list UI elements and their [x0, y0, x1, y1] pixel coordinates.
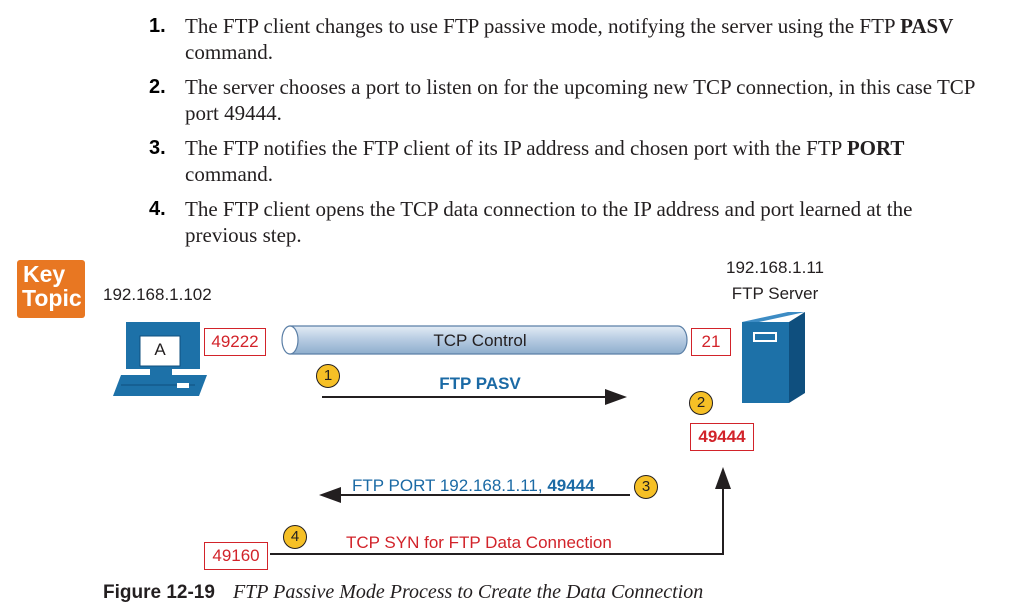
step-text: The FTP client changes to use FTP passiv… — [185, 14, 954, 64]
arrow-ftp-port — [319, 487, 630, 503]
server-ip-label: 192.168.1.11 — [726, 258, 824, 277]
tcp-control-tunnel — [281, 325, 688, 355]
step-text: The FTP client opens the TCP data connec… — [185, 197, 913, 247]
server-tower-icon — [742, 312, 805, 403]
client-data-port-box: 49160 — [204, 542, 268, 570]
server-name-label: FTP Server — [731, 284, 819, 303]
tcp-control-label: TCP Control — [433, 331, 527, 350]
key-topic-line-1: Key — [23, 261, 66, 287]
step-number: 4. — [149, 198, 166, 220]
arrow-tcp-syn — [270, 467, 731, 555]
figure-number: Figure 12-19 — [103, 582, 215, 603]
ftp-port-label-prefix: FTP PORT 192.168.1.11, — [352, 476, 548, 495]
client-name-label: A — [154, 340, 166, 359]
step-number: 2. — [149, 76, 166, 98]
tcp-syn-label: TCP SYN for FTP Data Connection — [346, 533, 612, 552]
ftp-port-label-port: 49444 — [547, 476, 595, 495]
step-2: 2. The server chooses a port to listen o… — [149, 74, 975, 126]
arrow-ftp-pasv — [322, 389, 627, 405]
server-port-box: 21 — [691, 328, 731, 356]
step-text: The server chooses a port to listen on f… — [185, 75, 975, 125]
ftp-pasv-label: FTP PASV — [439, 374, 521, 393]
step-badge-4: 4 — [283, 525, 307, 549]
step-text: The FTP notifies the FTP client of its I… — [185, 136, 905, 186]
step-badge-3: 3 — [634, 475, 658, 499]
key-topic-icon: Key Topic — [17, 260, 85, 318]
client-ip-label: 192.168.1.102 — [103, 285, 212, 304]
client-pc-icon — [113, 322, 207, 396]
step-list: 1. The FTP client changes to use FTP pas… — [149, 13, 985, 253]
step-3: 3. The FTP notifies the FTP client of it… — [149, 135, 975, 187]
step-badge-2: 2 — [689, 391, 713, 415]
step-number: 3. — [149, 137, 166, 159]
client-port-box: 49222 — [204, 328, 266, 356]
step-4: 4. The FTP client opens the TCP data con… — [149, 196, 975, 248]
ftp-port-label: FTP PORT 192.168.1.11, 49444 — [352, 475, 595, 497]
step-number: 1. — [149, 15, 166, 37]
key-topic-line-2: Topic — [22, 285, 82, 311]
step-badge-1: 1 — [316, 364, 340, 388]
figure-title: FTP Passive Mode Process to Create the D… — [232, 581, 704, 603]
server-data-port-box: 49444 — [690, 423, 754, 451]
step-1: 1. The FTP client changes to use FTP pas… — [149, 13, 975, 65]
figure-caption: Figure 12-19 FTP Passive Mode Process to… — [103, 580, 1003, 605]
